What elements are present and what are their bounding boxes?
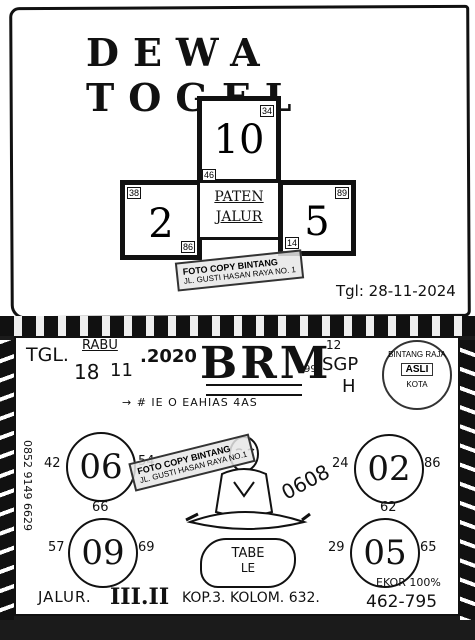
circle-02-left: 24 bbox=[332, 456, 349, 471]
circle-06: 06 bbox=[66, 432, 136, 502]
top-date: Tgl: 28-11-2024 bbox=[336, 282, 456, 300]
left-box-small-top: 38 bbox=[127, 187, 142, 199]
tabe-sub: LE bbox=[240, 561, 256, 575]
center-label-line2: JALUR bbox=[215, 209, 263, 225]
circle-09-left: 57 bbox=[48, 540, 65, 555]
round-stamp-mid: ASLI bbox=[401, 363, 433, 376]
circle-05: 05 bbox=[350, 518, 420, 588]
left-box: 2 38 86 bbox=[120, 180, 202, 260]
jalur-label: JALUR. bbox=[38, 588, 92, 606]
brand-title: BRM bbox=[200, 338, 332, 389]
brand-underline bbox=[206, 384, 302, 396]
round-stamp: BINTANG RAJA ASLI KOTA bbox=[382, 340, 452, 410]
ekor-label: EKOR 100% bbox=[376, 576, 441, 589]
center-label-box: PATEN JALUR 46 bbox=[197, 169, 281, 240]
circle-02-bottom: 62 bbox=[380, 500, 397, 515]
left-kite-decoration bbox=[0, 340, 14, 620]
monk-figure-illustration bbox=[185, 436, 311, 530]
kop-kolom: KOP.3. KOLOM. 632. bbox=[182, 590, 320, 606]
center-top-small: 34 bbox=[259, 105, 274, 117]
tabe-cloud: TABE LE bbox=[200, 538, 296, 588]
market-h: H bbox=[342, 376, 356, 397]
decorative-stripes bbox=[0, 316, 475, 336]
circle-02-right: 86 bbox=[424, 456, 441, 471]
jalur-value: III.II bbox=[110, 584, 170, 610]
circle-02: 02 bbox=[354, 434, 424, 504]
date-day: 18 bbox=[74, 360, 100, 384]
right-box-small-top: 89 bbox=[334, 187, 349, 199]
date-month: 11 bbox=[110, 360, 133, 381]
center-label-line1: PATEN bbox=[214, 189, 264, 205]
ekor-value: 462-795 bbox=[366, 592, 438, 612]
tgl-label: TGL. bbox=[26, 344, 69, 366]
day-label: RABU bbox=[82, 338, 118, 353]
circle-06-bottom: 66 bbox=[92, 500, 109, 515]
right-box-small-bottom: 14 bbox=[285, 237, 300, 249]
brand-sub: 99 bbox=[304, 364, 317, 375]
left-box-small-bottom: 86 bbox=[180, 241, 195, 253]
market-number: 12 bbox=[326, 338, 342, 352]
circle-06-left: 42 bbox=[44, 456, 61, 471]
left-box-number: 2 bbox=[148, 201, 174, 247]
circle-05-left: 29 bbox=[328, 540, 345, 555]
right-kite-decoration bbox=[460, 340, 475, 620]
tabe-label: TABE bbox=[231, 546, 265, 561]
center-small: 46 bbox=[202, 169, 217, 181]
circle-09: 09 bbox=[68, 518, 138, 588]
subtitle-line: → # IE O EAHIAS 4AS bbox=[122, 396, 258, 409]
circle-09-right: 69 bbox=[138, 540, 155, 555]
center-top-number: 10 bbox=[213, 117, 265, 163]
year-label: .2020 bbox=[140, 346, 197, 367]
circle-05-right: 65 bbox=[420, 540, 437, 555]
right-box-number: 5 bbox=[304, 199, 330, 245]
round-stamp-top: BINTANG RAJA bbox=[388, 350, 446, 359]
right-box: 5 89 14 bbox=[278, 180, 356, 256]
phone-number: 0852 9149 6629 bbox=[21, 440, 34, 531]
round-stamp-bottom: KOTA bbox=[406, 380, 428, 389]
market-label: SGP bbox=[322, 354, 359, 375]
